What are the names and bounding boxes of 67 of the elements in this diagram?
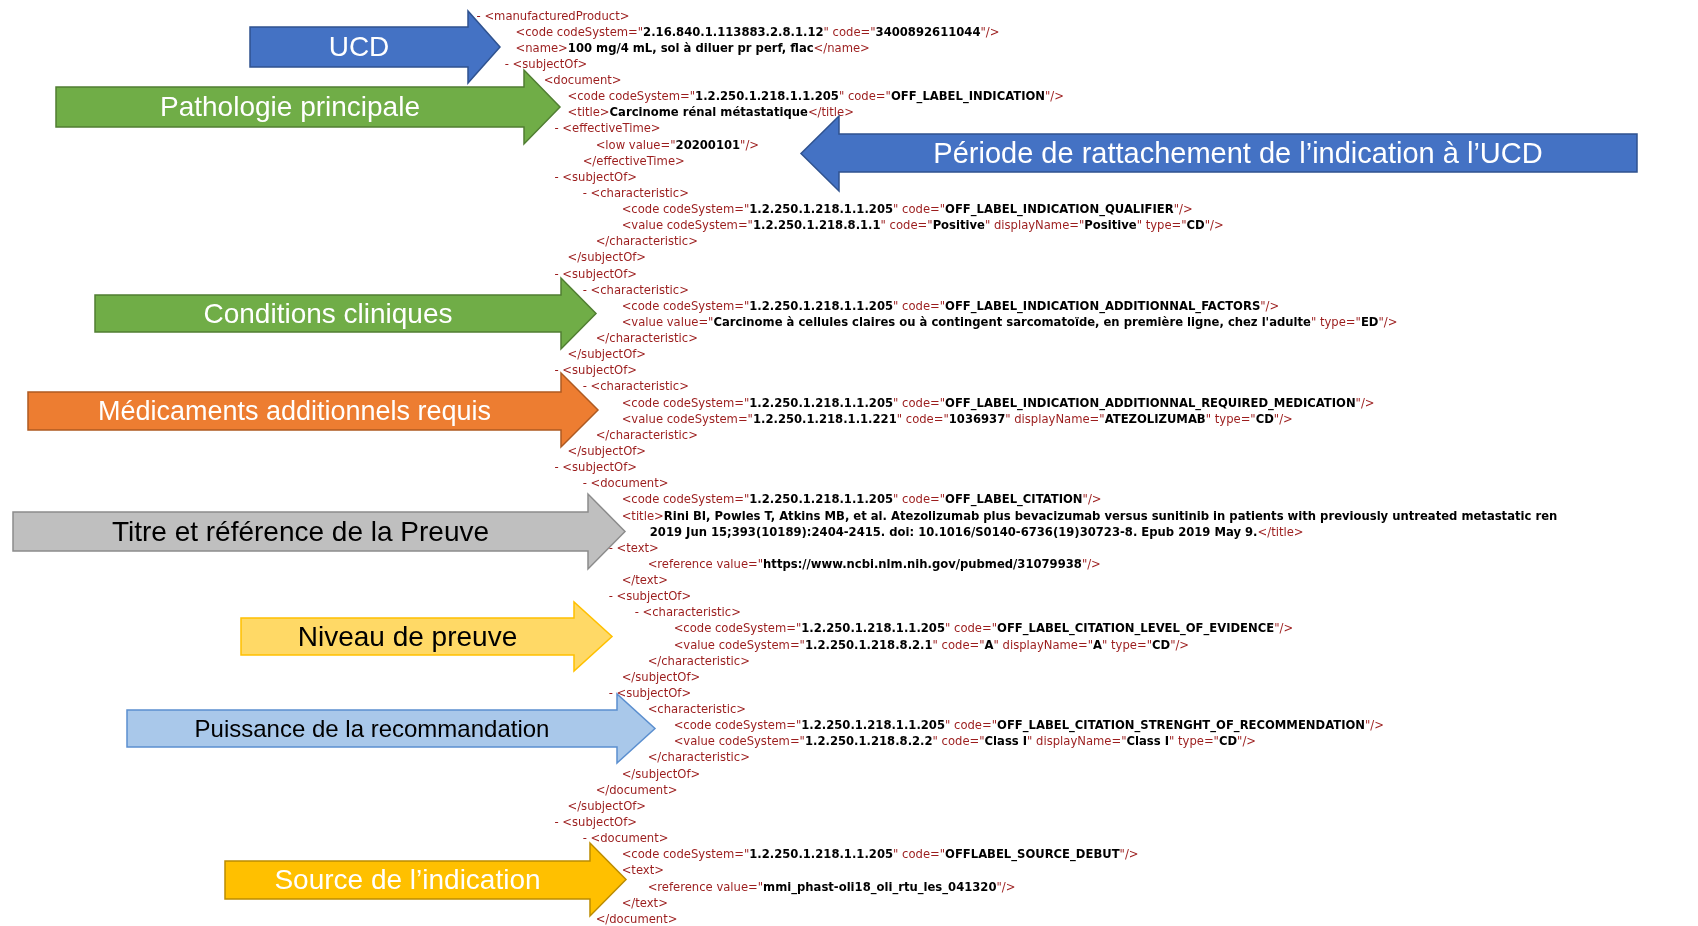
xml-code-line: </subjectOf> (621, 669, 701, 685)
xml-code-line: <code codeSystem="2.16.840.1.113883.2.8.1.12" code="3400892611044"/> (515, 24, 1000, 40)
xml-code-line: </characteristic> (647, 750, 750, 766)
xml-code-line: <code codeSystem="1.2.250.1.218.1.1.205" code="OFF_LABEL_CITATION_LEVEL_OF_EVIDENCE"/> (673, 621, 1294, 637)
xml-code-line: </document> (595, 782, 678, 798)
xml-code-line: - <characteristic> (582, 282, 689, 298)
xml-code-line: <reference value="https://www.ncbi.nlm.nih.gov/pubmed/31079938"/> (647, 556, 1101, 572)
xml-code-line: </subjectOf> (567, 444, 647, 459)
xml-code-line: <value codeSystem="1.2.250.1.218.8.1.1" code="Positive" displayName="Positive" type="CD"/> (621, 218, 1224, 234)
xml-code-line: <code codeSystem="1.2.250.1.218.1.1.205" code="OFF_LABEL_INDICATION"/> (567, 89, 1064, 105)
xml-code-line: </text> (621, 895, 668, 911)
xml-code-line: - <text> (608, 540, 659, 556)
callout-label: Médicaments additionnels requis (96, 394, 493, 428)
xml-code-line: - <subjectOf> (554, 460, 637, 476)
xml-code-line: <code codeSystem="1.2.250.1.218.1.1.205" code="OFF_LABEL_CITATION_STRENGHT_OF_RECOMMENDATION"/> (673, 718, 1384, 734)
xml-code-line: <code codeSystem="1.2.250.1.218.1.1.205" code="OFF_LABEL_INDICATION_QUALIFIER"/> (621, 202, 1193, 218)
xml-code-line: <title>Carcinome rénal métastatique</title> (567, 105, 854, 121)
xml-code-line: <text> (621, 863, 664, 879)
callout-label: Puissance de la recommandation (193, 713, 551, 744)
xml-code-line: - <document> (582, 831, 669, 847)
xml-code-line: <document> (543, 73, 622, 88)
xml-code-line: </text> (621, 573, 668, 589)
callout-label: Conditions cliniques (202, 296, 454, 331)
xml-code-line: - <subjectOf> (504, 56, 588, 72)
xml-code-line: - <subjectOf> (608, 589, 692, 605)
xml-code-line: - <characteristic> (582, 185, 689, 201)
xml-code-line: </characteristic> (595, 331, 698, 347)
callout-label: Pathologie principale (159, 90, 421, 124)
xml-code-line: - <manufacturedProduct> (476, 8, 630, 24)
xml-code-line: <code codeSystem="1.2.250.1.218.1.1.205" code="OFFLABEL_SOURCE_DEBUT"/> (621, 847, 1139, 863)
xml-code-line: </effectiveTime> (582, 153, 685, 169)
xml-code-line: - <characteristic> (634, 605, 741, 621)
xml-code-line: </document> (595, 911, 678, 926)
xml-code-line: <value codeSystem="1.2.250.1.218.1.1.221" code="1036937" displayName="ATEZOLIZUMAB" type="CD"/> (621, 411, 1293, 427)
xml-code-line: </characteristic> (595, 427, 698, 443)
xml-code-line: - <subjectOf> (554, 266, 637, 282)
xml-code-line: <reference value="mmi_phast-oli18_oli_rtu_les_041320"/> (647, 879, 1016, 895)
xml-code-line: <name>100 mg/4 mL, sol à diluer pr perf, flac</name> (515, 40, 870, 56)
callout-label: Source de l’indication (273, 863, 542, 897)
xml-code-line: <title>Rini BI, Powles T, Atkins MB, et al. Atezolizumab plus bevacizumab versus sunitinib in patients with previously untreated metastatic ren (621, 508, 1558, 524)
xml-code-line: <low value="20200101"/> (595, 137, 760, 153)
xml-code-line: - <subjectOf> (554, 363, 637, 379)
xml-code-line: - <subjectOf> (554, 169, 637, 185)
callout-label: Période de rattachement de l’indication à l’UCD (932, 135, 1544, 171)
xml-code-line: </characteristic> (647, 653, 750, 669)
xml-code-line: <characteristic> (647, 702, 746, 718)
xml-code-line: - <effectiveTime> (554, 121, 661, 137)
xml-code-line: 2019 Jun 15;393(10189):2404-2415. doi: 10.1016/S0140-6736(19)30723-8. Epub 2019 May 9.</title> (649, 524, 1304, 540)
xml-code-line: <code codeSystem="1.2.250.1.218.1.1.205" code="OFF_LABEL_INDICATION_ADDITIONNAL_REQUIRED_MEDICATION"/> (621, 395, 1375, 411)
xml-code-line: <code codeSystem="1.2.250.1.218.1.1.205" code="OFF_LABEL_INDICATION_ADDITIONNAL_FACTORS"/> (621, 298, 1280, 314)
xml-code-line: </characteristic> (595, 234, 698, 250)
callout-label: Niveau de preuve (296, 619, 519, 654)
xml-code-line: </subjectOf> (567, 347, 647, 363)
arrow-callout (241, 602, 612, 671)
xml-code-line: <code codeSystem="1.2.250.1.218.1.1.205" code="OFF_LABEL_CITATION"/> (621, 492, 1102, 508)
xml-code-line: <value codeSystem="1.2.250.1.218.8.2.1" code="A" displayName="A" type="CD"/> (673, 637, 1190, 653)
xml-code-line: </subjectOf> (567, 250, 647, 266)
xml-code-line: <value value="Carcinome à cellules claires ou à contingent sarcomatoïde, en première ligne, chez l'adulte" type="ED"/> (621, 314, 1398, 330)
callout-label: Titre et référence de la Preuve (110, 514, 491, 549)
xml-code-line: </subjectOf> (621, 766, 701, 782)
callout-label: UCD (327, 30, 391, 64)
xml-code-line: <value codeSystem="1.2.250.1.218.8.2.2" code="Class I" displayName="Class I" type="CD"/> (673, 734, 1257, 750)
xml-code-line: - <characteristic> (582, 379, 689, 395)
xml-code-line: - <document> (582, 476, 669, 492)
xml-code-line: - <subjectOf> (554, 815, 637, 830)
xml-code-line: - <subjectOf> (608, 685, 692, 701)
xml-code-line: </subjectOf> (567, 798, 647, 814)
